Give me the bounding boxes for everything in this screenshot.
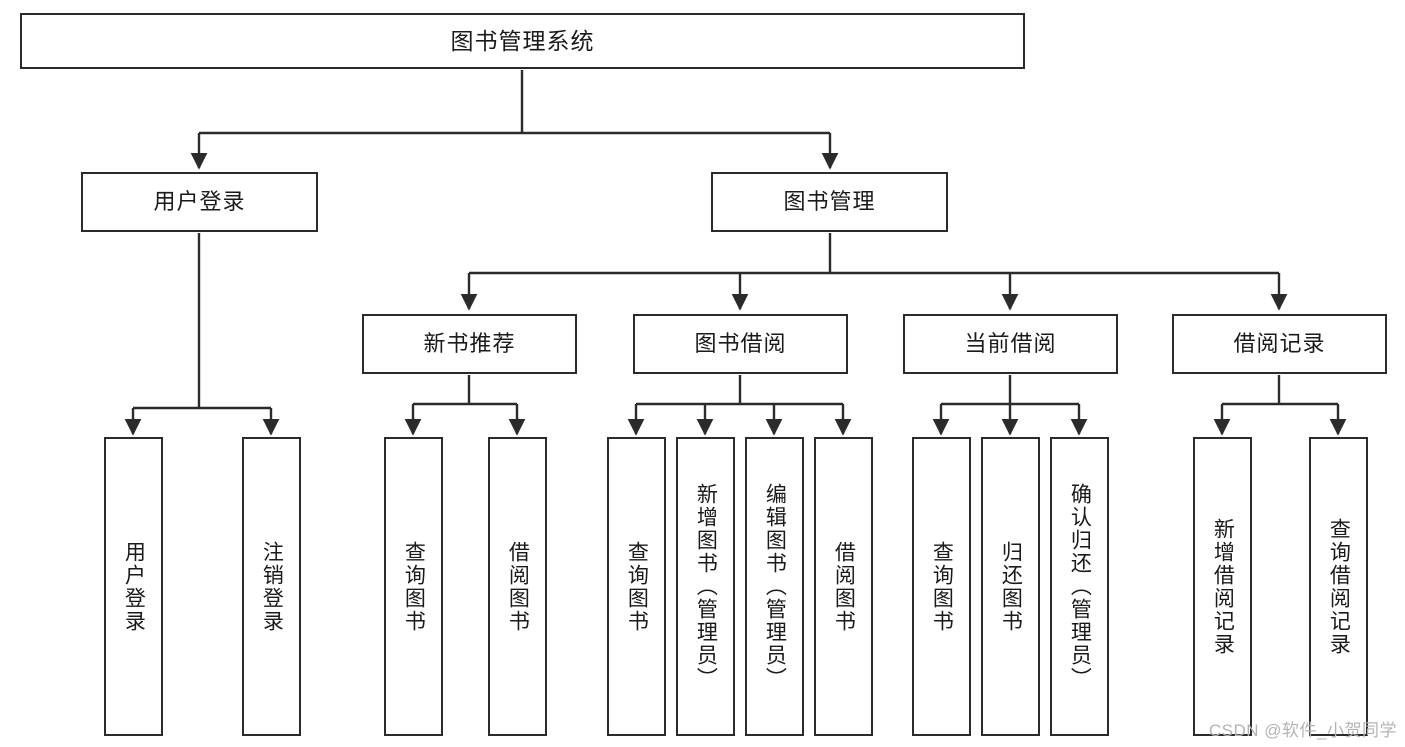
node-root-book-management-system[interactable]: 图书管理系统 — [20, 13, 1025, 69]
leaf-book-borrow-borrow-book[interactable]: 借阅图书 — [814, 437, 873, 736]
node-user-login[interactable]: 用户登录 — [81, 172, 318, 232]
leaf-book-borrow-add-book-admin[interactable]: 新增图书（管理员） — [676, 437, 735, 736]
leaf-user-login-logout[interactable]: 注销登录 — [242, 437, 301, 736]
node-borrowing-record[interactable]: 借阅记录 — [1172, 314, 1387, 374]
node-book-management[interactable]: 图书管理 — [711, 172, 948, 232]
node-book-borrowing[interactable]: 图书借阅 — [633, 314, 848, 374]
node-current-borrowing[interactable]: 当前借阅 — [903, 314, 1118, 374]
csdn-watermark: CSDN @软件_小贺同学 — [1208, 721, 1397, 740]
leaf-borrow-record-add-record[interactable]: 新增借阅记录 — [1193, 437, 1252, 736]
leaf-current-borrow-confirm-return-admin[interactable]: 确认归还（管理员） — [1050, 437, 1109, 736]
leaf-user-login-login[interactable]: 用户登录 — [104, 437, 163, 736]
leaf-current-borrow-query-book[interactable]: 查询图书 — [912, 437, 971, 736]
leaf-book-borrow-edit-book-admin[interactable]: 编辑图书（管理员） — [745, 437, 804, 736]
leaf-new-book-borrow-book[interactable]: 借阅图书 — [488, 437, 547, 736]
leaf-new-book-query-book[interactable]: 查询图书 — [384, 437, 443, 736]
leaf-borrow-record-query-record[interactable]: 查询借阅记录 — [1309, 437, 1368, 736]
leaf-book-borrow-query-book[interactable]: 查询图书 — [607, 437, 666, 736]
node-new-book-recommendation[interactable]: 新书推荐 — [362, 314, 577, 374]
leaf-current-borrow-return-book[interactable]: 归还图书 — [981, 437, 1040, 736]
